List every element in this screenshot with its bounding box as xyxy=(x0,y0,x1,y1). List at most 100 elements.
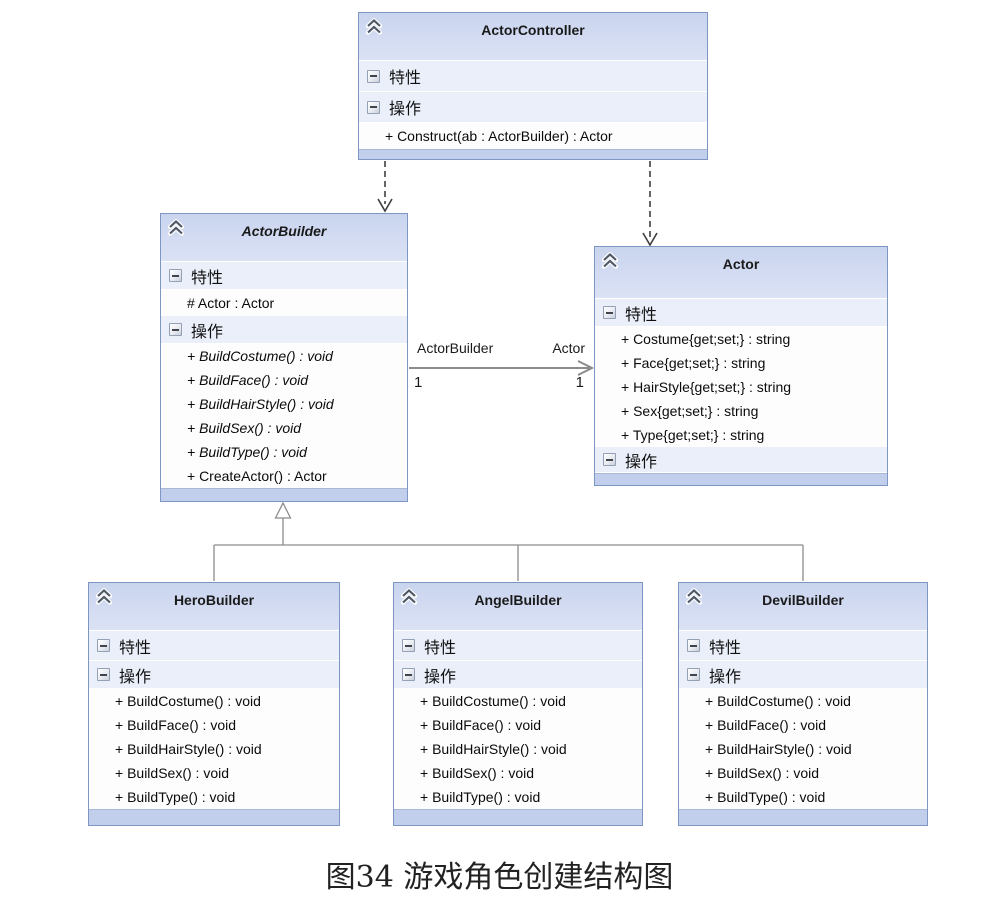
association-builder-actor xyxy=(409,360,595,376)
collapse-chevron-icon xyxy=(95,587,113,605)
association-source-multiplicity: 1 xyxy=(414,374,423,391)
footer-strip xyxy=(394,809,642,825)
minus-box-icon xyxy=(402,668,415,681)
operation-row: + BuildHairStyle() : void xyxy=(394,737,642,761)
section-label: 特性 xyxy=(709,639,742,657)
class-header: ActorController xyxy=(359,13,707,61)
properties-section: 特性 xyxy=(89,631,339,661)
class-title: AngelBuilder xyxy=(474,592,562,608)
operation-row: + BuildHairStyle() : void xyxy=(161,392,407,416)
minus-box-icon xyxy=(367,100,380,114)
property-row: + Sex{get;set;} : string xyxy=(595,399,887,423)
operation-row: + BuildSex() : void xyxy=(89,761,339,785)
collapse-chevron-icon xyxy=(365,17,383,35)
class-actorcontroller: ActorController 特性 操作 + Construct(ab : A… xyxy=(358,12,708,160)
property-row: + HairStyle{get;set;} : string xyxy=(595,375,887,399)
collapse-chevron-icon xyxy=(685,587,703,605)
dependency-arrow-controller-to-builder xyxy=(377,161,393,213)
operation-row: + BuildType() : void xyxy=(89,785,339,809)
class-angelbuilder: AngelBuilder 特性 操作 + BuildCostume() : vo… xyxy=(393,582,643,826)
operation-row: + BuildCostume() : void xyxy=(161,344,407,368)
class-header: AngelBuilder xyxy=(394,583,642,631)
property-row: + Type{get;set;} : string xyxy=(595,423,887,447)
property-row: + Face{get;set;} : string xyxy=(595,351,887,375)
operation-row: + Construct(ab : ActorBuilder) : Actor xyxy=(359,123,707,149)
section-label: 特性 xyxy=(424,639,457,657)
collapse-chevron-icon xyxy=(167,218,185,236)
minus-box-icon xyxy=(169,323,182,336)
collapse-chevron-icon xyxy=(601,251,619,269)
minus-box-icon xyxy=(97,668,110,681)
operation-row: + BuildCostume() : void xyxy=(679,689,927,713)
class-title: HeroBuilder xyxy=(173,592,255,608)
operations-section: 操作 xyxy=(161,316,407,344)
association-target-role-label: Actor xyxy=(552,340,585,356)
inheritance-connector xyxy=(213,501,804,581)
operation-row: + BuildSex() : void xyxy=(394,761,642,785)
minus-box-icon xyxy=(367,69,380,83)
class-actorbuilder: ActorBuilder 特性 # Actor : Actor 操作 + Bui… xyxy=(160,213,408,502)
operations-section: 操作 xyxy=(679,661,927,689)
footer-strip xyxy=(595,473,887,485)
collapse-chevron-icon xyxy=(400,587,418,605)
operation-row: + BuildType() : void xyxy=(161,440,407,464)
section-label: 操作 xyxy=(625,453,658,471)
operations-section: 操作 xyxy=(394,661,642,689)
section-label: 操作 xyxy=(709,668,742,686)
operation-row: + BuildType() : void xyxy=(679,785,927,809)
operation-row: + BuildCostume() : void xyxy=(394,689,642,713)
minus-box-icon xyxy=(97,639,110,652)
section-label: 操作 xyxy=(191,323,224,341)
operation-row: + BuildHairStyle() : void xyxy=(679,737,927,761)
minus-box-icon xyxy=(687,668,700,681)
property-row: # Actor : Actor xyxy=(161,290,407,316)
operation-row: + BuildSex() : void xyxy=(161,416,407,440)
properties-section: 特性 xyxy=(595,299,887,327)
operation-row: + BuildFace() : void xyxy=(161,368,407,392)
section-label: 特性 xyxy=(625,306,658,324)
properties-section: 特性 xyxy=(394,631,642,661)
properties-section: 特性 xyxy=(161,262,407,290)
footer-strip xyxy=(161,488,407,501)
operation-row: + BuildFace() : void xyxy=(679,713,927,737)
operation-row: + BuildFace() : void xyxy=(89,713,339,737)
class-title: ActorController xyxy=(481,22,585,38)
figure-caption: 图34 游戏角色创建结构图 xyxy=(325,860,674,895)
minus-box-icon xyxy=(603,306,616,319)
section-label: 操作 xyxy=(389,101,422,118)
minus-box-icon xyxy=(687,639,700,652)
operation-row: + CreateActor() : Actor xyxy=(161,464,407,488)
operation-row: + BuildHairStyle() : void xyxy=(89,737,339,761)
class-actor: Actor 特性 + Costume{get;set;} : string + … xyxy=(594,246,888,486)
association-source-role-label: ActorBuilder xyxy=(417,340,494,356)
class-header: ActorBuilder xyxy=(161,214,407,262)
properties-section: 特性 xyxy=(679,631,927,661)
operations-section: 操作 xyxy=(595,447,887,473)
operations-section: 操作 xyxy=(359,92,707,123)
class-devilbuilder: DevilBuilder 特性 操作 + BuildCostume() : vo… xyxy=(678,582,928,826)
class-herobuilder: HeroBuilder 特性 操作 + BuildCostume() : voi… xyxy=(88,582,340,826)
section-label: 操作 xyxy=(119,668,152,686)
operation-row: + BuildType() : void xyxy=(394,785,642,809)
class-header: DevilBuilder xyxy=(679,583,927,631)
section-label: 特性 xyxy=(119,639,152,657)
class-header: Actor xyxy=(595,247,887,299)
minus-box-icon xyxy=(402,639,415,652)
operation-row: + BuildCostume() : void xyxy=(89,689,339,713)
footer-strip xyxy=(89,809,339,825)
dependency-arrow-controller-to-actor xyxy=(642,161,658,247)
section-label: 操作 xyxy=(424,668,457,686)
minus-box-icon xyxy=(603,453,616,466)
operations-section: 操作 xyxy=(89,661,339,689)
footer-strip xyxy=(679,809,927,825)
operation-row: + BuildFace() : void xyxy=(394,713,642,737)
section-label: 特性 xyxy=(389,70,422,87)
property-row: + Costume{get;set;} : string xyxy=(595,327,887,351)
class-title: Actor xyxy=(722,256,760,272)
footer-strip xyxy=(359,149,707,159)
properties-section: 特性 xyxy=(359,61,707,92)
class-title: DevilBuilder xyxy=(762,592,844,608)
operation-row: + BuildSex() : void xyxy=(679,761,927,785)
class-header: HeroBuilder xyxy=(89,583,339,631)
